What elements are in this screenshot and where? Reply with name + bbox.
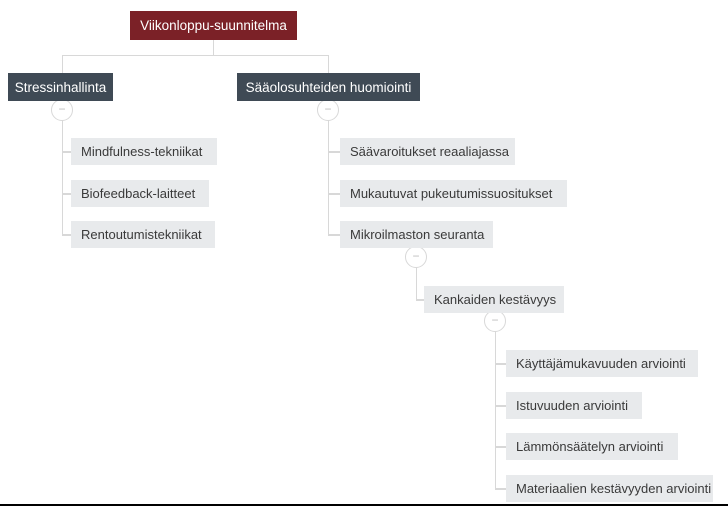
- connector-line: [328, 193, 340, 195]
- node-viikonloppu-suunnitelma[interactable]: Viikonloppu-suunnitelma: [130, 11, 297, 40]
- collapse-button-kankaiden-kestavyys[interactable]: −: [484, 310, 506, 332]
- connector-line: [62, 193, 71, 195]
- minus-icon: −: [412, 248, 420, 263]
- node-lammonsaatelyn-arviointi[interactable]: Lämmönsäätelyn arviointi: [506, 433, 678, 460]
- connector-line: [61, 55, 63, 73]
- connector-line: [212, 40, 214, 55]
- connector-line: [495, 363, 506, 365]
- node-saaolosuhteiden-huomiointi[interactable]: Sääolosuhteiden huomiointi: [237, 73, 420, 101]
- node-stressinhallinta[interactable]: Stressinhallinta: [8, 73, 113, 101]
- connector-line: [495, 405, 506, 407]
- node-mukautuvat-pukeutumissuositukset[interactable]: Mukautuvat pukeutumissuositukset: [340, 180, 567, 207]
- connector-line: [328, 234, 340, 236]
- connector-line: [62, 234, 71, 236]
- node-kankaiden-kestavyys[interactable]: Kankaiden kestävyys: [424, 286, 564, 313]
- connector-line: [61, 54, 329, 56]
- node-rentoutumistekniikat[interactable]: Rentoutumistekniikat: [71, 221, 215, 248]
- node-kayttajamukavuuden-arviointi[interactable]: Käyttäjämukavuuden arviointi: [506, 350, 698, 377]
- window-bottom-edge: [0, 504, 728, 506]
- minus-icon: −: [324, 101, 332, 116]
- collapse-button-saaolosuhteiden-huomiointi[interactable]: −: [317, 99, 339, 121]
- minus-icon: −: [491, 312, 499, 327]
- node-istuvuuden-arviointi[interactable]: Istuvuuden arviointi: [506, 392, 642, 419]
- connector-line: [328, 151, 340, 153]
- connector-line: [495, 446, 506, 448]
- node-materiaalien-kestavyyden-arviointi[interactable]: Materiaalien kestävyyden arviointi: [506, 475, 713, 502]
- node-saavaroitukset-reaaliajassa[interactable]: Säävaroitukset reaaliajassa: [340, 138, 515, 165]
- connector-line: [494, 331, 496, 489]
- minus-icon: −: [58, 101, 66, 116]
- collapse-button-mikroilmaston-seuranta[interactable]: −: [405, 246, 427, 268]
- connector-line: [61, 120, 63, 235]
- connector-line: [327, 120, 329, 235]
- node-mikroilmaston-seuranta[interactable]: Mikroilmaston seuranta: [340, 221, 493, 248]
- connector-line: [62, 151, 71, 153]
- connector-line: [495, 488, 506, 490]
- connector-line: [416, 299, 424, 301]
- node-mindfulness-tekniikat[interactable]: Mindfulness-tekniikat: [71, 138, 217, 165]
- collapse-button-stressinhallinta[interactable]: −: [51, 99, 73, 121]
- node-biofeedback-laitteet[interactable]: Biofeedback-laitteet: [71, 180, 209, 207]
- connector-line: [327, 55, 329, 73]
- connector-line: [415, 267, 417, 300]
